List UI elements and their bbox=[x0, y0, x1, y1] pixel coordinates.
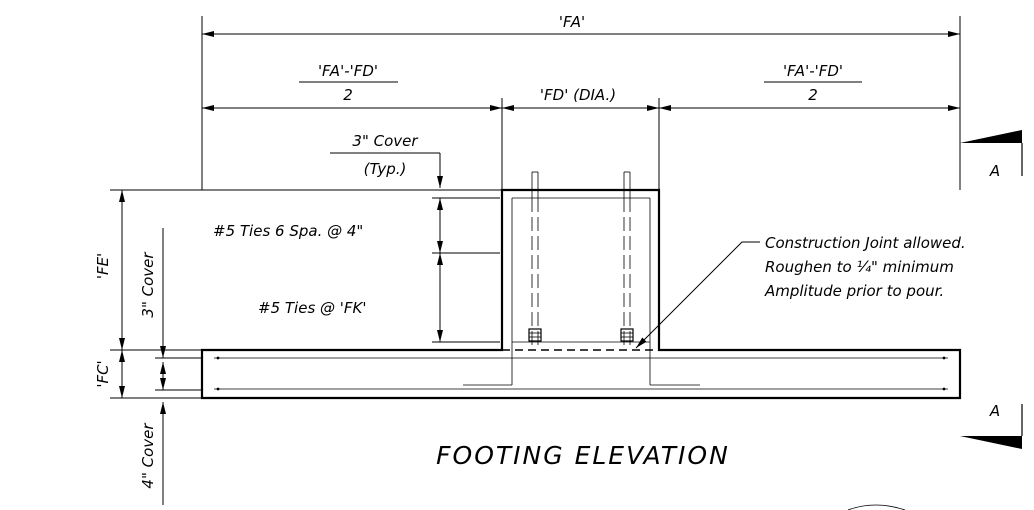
drawing-title: FOOTING ELEVATION bbox=[436, 441, 730, 470]
left-half-numerator: 'FA'-'FD' bbox=[318, 62, 378, 80]
cover-typ-line2: (Typ.) bbox=[364, 160, 407, 178]
section-mark-bottom: A bbox=[960, 402, 1023, 449]
joint-note-line1: Construction Joint allowed. bbox=[765, 234, 966, 252]
pedestal-reinforcement bbox=[463, 171, 700, 386]
joint-note-line3: Amplitude prior to pour. bbox=[764, 282, 944, 300]
right-half-denominator: 2 bbox=[808, 86, 818, 104]
cover-typ-note: 3" Cover (Typ.) bbox=[330, 132, 443, 188]
pedestal-height-label: 'FE' bbox=[94, 253, 112, 279]
section-mark-bottom-label: A bbox=[989, 402, 1000, 420]
cover-typ-line1: 3" Cover bbox=[352, 132, 418, 150]
left-vertical-dimensions: 'FE' 'FC' 3" Cover 4" Cover bbox=[94, 189, 502, 505]
pedestal-diameter-label: 'FD' (DIA.) bbox=[540, 86, 616, 104]
right-half-numerator: 'FA'-'FD' bbox=[783, 62, 843, 80]
section-mark-top: A bbox=[960, 130, 1023, 180]
overall-width-label: 'FA' bbox=[559, 13, 585, 31]
dimension-row-2: 'FA'-'FD' 2 'FD' (DIA.) 'FA'-'FD' 2 bbox=[202, 62, 960, 190]
construction-joint-note: Construction Joint allowed. Roughen to ¼… bbox=[635, 234, 966, 349]
left-half-denominator: 2 bbox=[343, 86, 353, 104]
joint-note-line2: Roughen to ¼" minimum bbox=[765, 258, 954, 276]
ties-upper-label: #5 Ties 6 Spa. @ 4" bbox=[213, 222, 363, 240]
footing-outline bbox=[200, 188, 962, 400]
tie-spacing-dimensions: #5 Ties 6 Spa. @ 4" #5 Ties @ 'FK' bbox=[213, 197, 500, 343]
side-cover-label: 3" Cover bbox=[139, 252, 157, 318]
section-mark-top-label: A bbox=[989, 162, 1000, 180]
dimension-overall-width: 'FA' bbox=[201, 13, 961, 190]
footing-thickness-label: 'FC' bbox=[94, 360, 112, 387]
bottom-cover-label: 4" Cover bbox=[139, 423, 157, 489]
ties-lower-label: #5 Ties @ 'FK' bbox=[258, 299, 367, 317]
